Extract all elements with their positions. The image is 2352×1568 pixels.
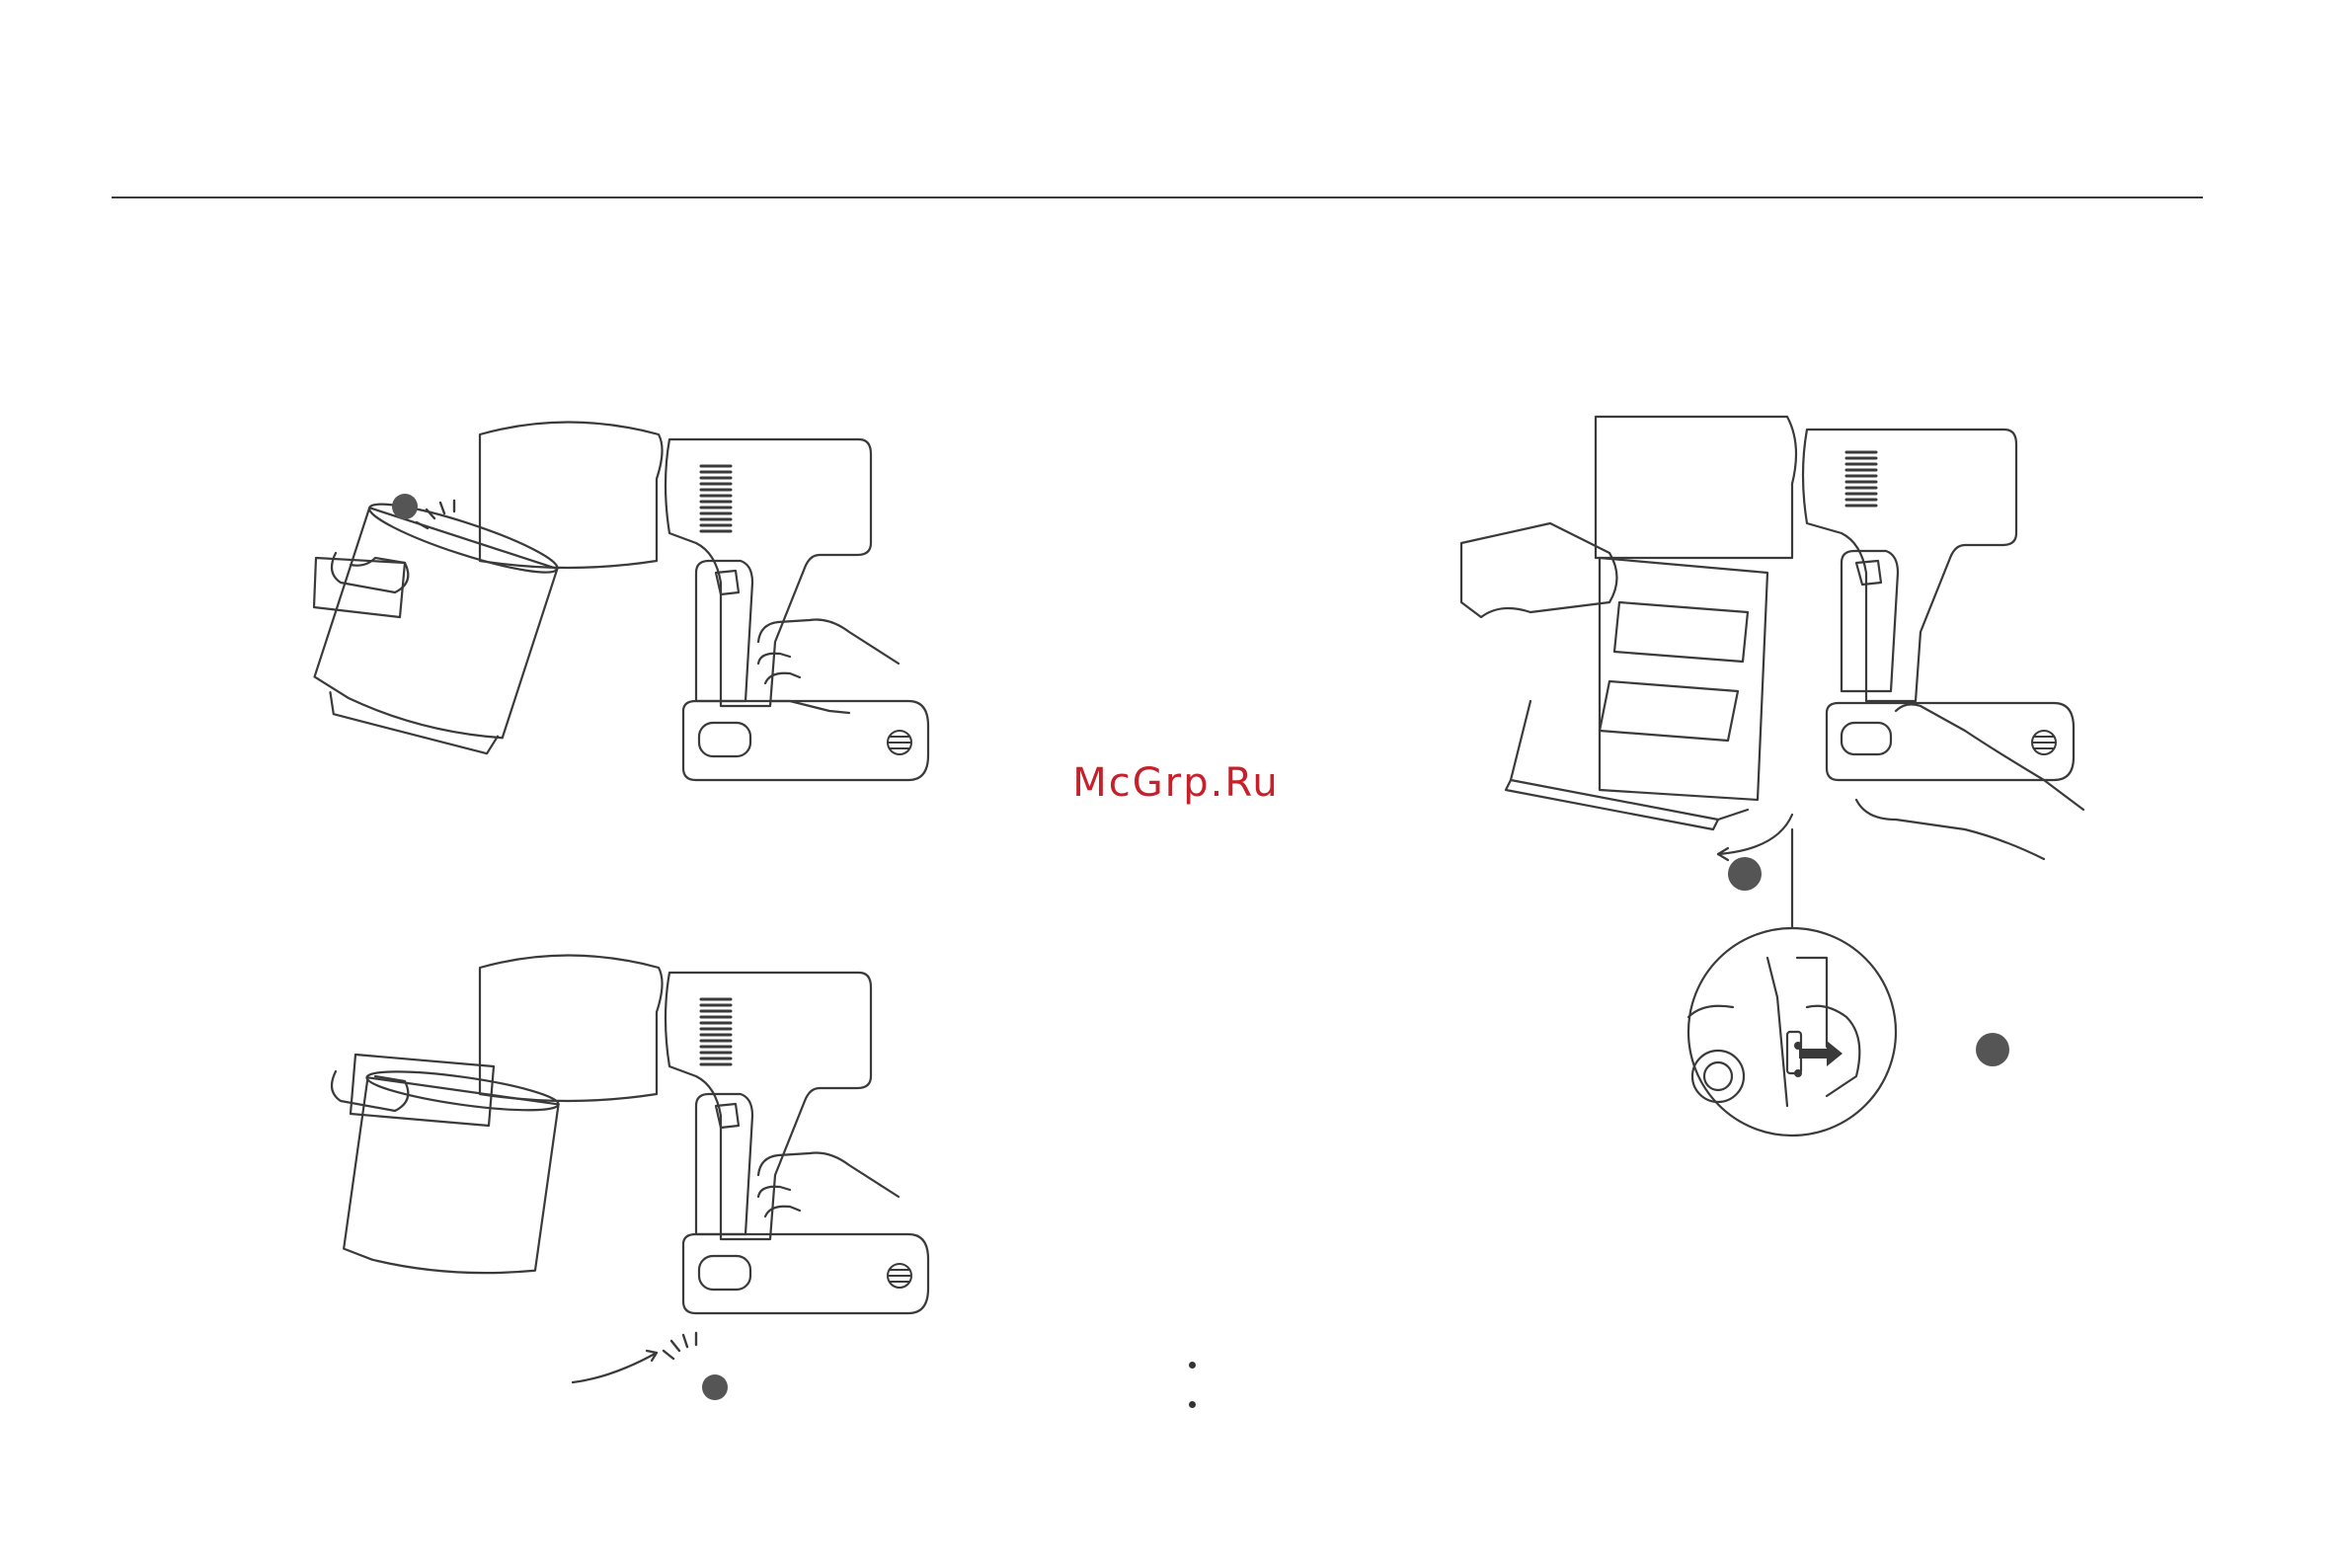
figure-open-dustbin-lid xyxy=(1451,405,2133,1254)
figure-install-dustbin xyxy=(296,938,948,1412)
motor-housing xyxy=(480,956,663,1102)
battery-pack xyxy=(683,1234,928,1313)
dust-bin xyxy=(342,1063,561,1285)
vent-grille xyxy=(701,999,731,1064)
step-marker xyxy=(702,1374,728,1400)
watermark: McGrp.Ru xyxy=(1047,760,1305,806)
vent-grille xyxy=(701,466,731,531)
dust-bin-open xyxy=(1506,558,1767,829)
motor-housing xyxy=(480,423,663,569)
header-rule xyxy=(112,196,2203,198)
dust-bin-lid xyxy=(1511,701,1748,820)
click-lines xyxy=(664,1333,696,1359)
vent-grille xyxy=(1846,452,1876,506)
step-marker xyxy=(1976,1033,2009,1066)
dust-bin xyxy=(305,493,562,766)
bullet-1 xyxy=(1189,1362,1196,1369)
rotate-arrow xyxy=(1718,815,1792,854)
bullet-2 xyxy=(1189,1401,1196,1408)
slide-arrow-icon xyxy=(1799,1041,1842,1066)
battery-pack xyxy=(683,701,928,780)
motor-housing xyxy=(1596,417,1796,558)
step-marker xyxy=(1728,857,1762,891)
figure-remove-dustbin xyxy=(296,405,948,889)
step-marker xyxy=(392,494,418,519)
rotate-arrow xyxy=(573,1353,657,1382)
